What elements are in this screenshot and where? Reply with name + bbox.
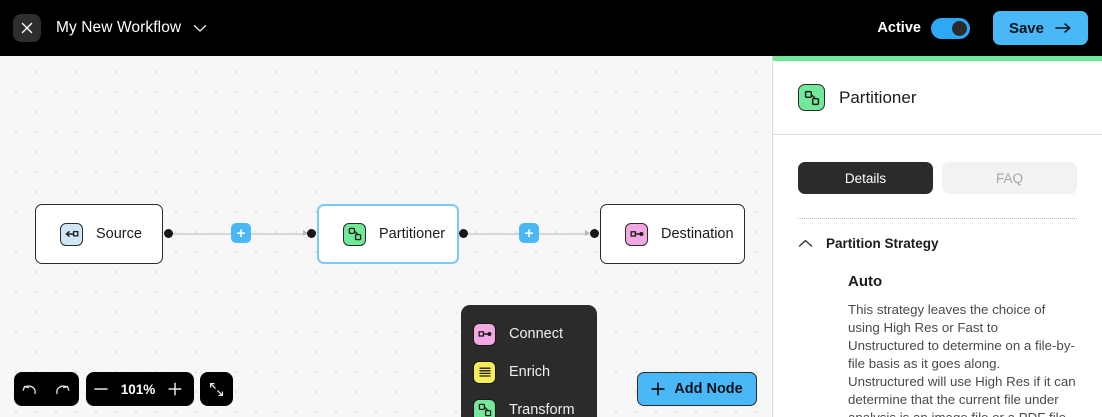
menu-item-label: Enrich	[509, 364, 551, 380]
destination-input-port[interactable]	[590, 229, 599, 238]
undo-icon	[22, 384, 36, 394]
transform-icon	[798, 84, 825, 111]
section-title: Partition Strategy	[826, 236, 939, 251]
active-toggle[interactable]	[930, 17, 970, 39]
zoom-in-button[interactable]	[160, 372, 190, 406]
menu-item-label: Transform	[509, 402, 575, 417]
partitioner-output-port[interactable]	[459, 229, 468, 238]
redo-button[interactable]	[46, 372, 78, 406]
strategy-description: This strategy leaves the choice of using…	[848, 302, 1076, 417]
close-button[interactable]	[13, 14, 41, 42]
connect-icon	[473, 322, 496, 346]
panel-tabs: Details FAQ	[798, 162, 1077, 194]
fit-view-icon	[209, 382, 224, 396]
plus-icon	[651, 382, 665, 396]
zoom-out-button[interactable]	[86, 372, 116, 406]
node-label: Destination	[661, 226, 734, 242]
menu-item-enrich[interactable]: Enrich	[461, 353, 597, 391]
enrich-icon	[473, 360, 496, 384]
node-partitioner[interactable]: Partitioner	[317, 204, 459, 264]
tab-faq[interactable]: FAQ	[942, 162, 1077, 194]
chevron-down-icon	[194, 24, 207, 32]
destination-icon	[625, 222, 648, 246]
redo-icon	[56, 384, 70, 394]
toggle-knob	[951, 20, 967, 36]
node-label: Source	[96, 226, 142, 242]
node-destination[interactable]: Destination	[600, 204, 745, 264]
partitioner-input-port[interactable]	[307, 229, 316, 238]
tab-details[interactable]: Details	[798, 162, 933, 194]
active-label: Active	[877, 20, 921, 36]
panel-title: Partitioner	[839, 87, 917, 107]
edge-arrow	[303, 230, 308, 236]
arrow-right-icon	[1055, 23, 1071, 33]
add-node-button[interactable]: Add Node	[637, 372, 757, 406]
source-icon	[60, 222, 83, 246]
workflow-menu-button[interactable]	[193, 24, 207, 33]
fit-view-toolbar	[200, 372, 233, 406]
node-type-menu: Connect Enrich	[461, 305, 597, 417]
node-label: Partitioner	[379, 226, 446, 242]
menu-item-label: Connect	[509, 326, 564, 342]
panel-body: Details FAQ Partition Strategy Auto This…	[773, 162, 1102, 417]
tab-label: Details	[844, 170, 887, 186]
zoom-level: 101%	[120, 381, 156, 397]
workflow-title: My New Workflow	[56, 19, 182, 36]
add-node-button-label: Add Node	[674, 381, 743, 397]
top-bar: My New Workflow Active Save	[0, 0, 1102, 56]
divider	[798, 218, 1077, 219]
chevron-up-icon	[798, 239, 813, 247]
strategy-name: Auto	[848, 273, 883, 290]
menu-item-transform[interactable]: Transform	[461, 391, 597, 417]
minus-icon	[94, 388, 108, 390]
transform-icon	[343, 222, 366, 246]
undo-button[interactable]	[14, 372, 46, 406]
source-output-port[interactable]	[164, 229, 173, 238]
node-source[interactable]: Source	[35, 204, 163, 264]
fit-view-button[interactable]	[200, 372, 233, 406]
zoom-toolbar: 101%	[86, 372, 194, 406]
close-icon	[21, 22, 33, 34]
save-button[interactable]: Save	[992, 11, 1088, 45]
plus-icon	[168, 382, 182, 396]
add-node-on-edge-2[interactable]: +	[519, 223, 539, 243]
panel-header: Partitioner	[773, 61, 1102, 135]
history-toolbar	[14, 372, 79, 406]
save-button-label: Save	[1008, 19, 1044, 37]
add-node-on-edge-1[interactable]: +	[231, 223, 251, 243]
edge-arrow	[585, 230, 590, 236]
panel-accent-bar	[773, 56, 1102, 61]
transform-icon	[473, 398, 496, 417]
details-panel: Partitioner Details FAQ Partition Strate…	[772, 56, 1102, 417]
topbar-actions: Active Save	[877, 11, 1102, 45]
flow-canvas[interactable]: Source + Partitioner	[0, 56, 771, 417]
menu-item-connect[interactable]: Connect	[461, 315, 597, 353]
section-partition-strategy[interactable]: Partition Strategy	[798, 236, 1077, 251]
tab-label: FAQ	[995, 170, 1023, 186]
